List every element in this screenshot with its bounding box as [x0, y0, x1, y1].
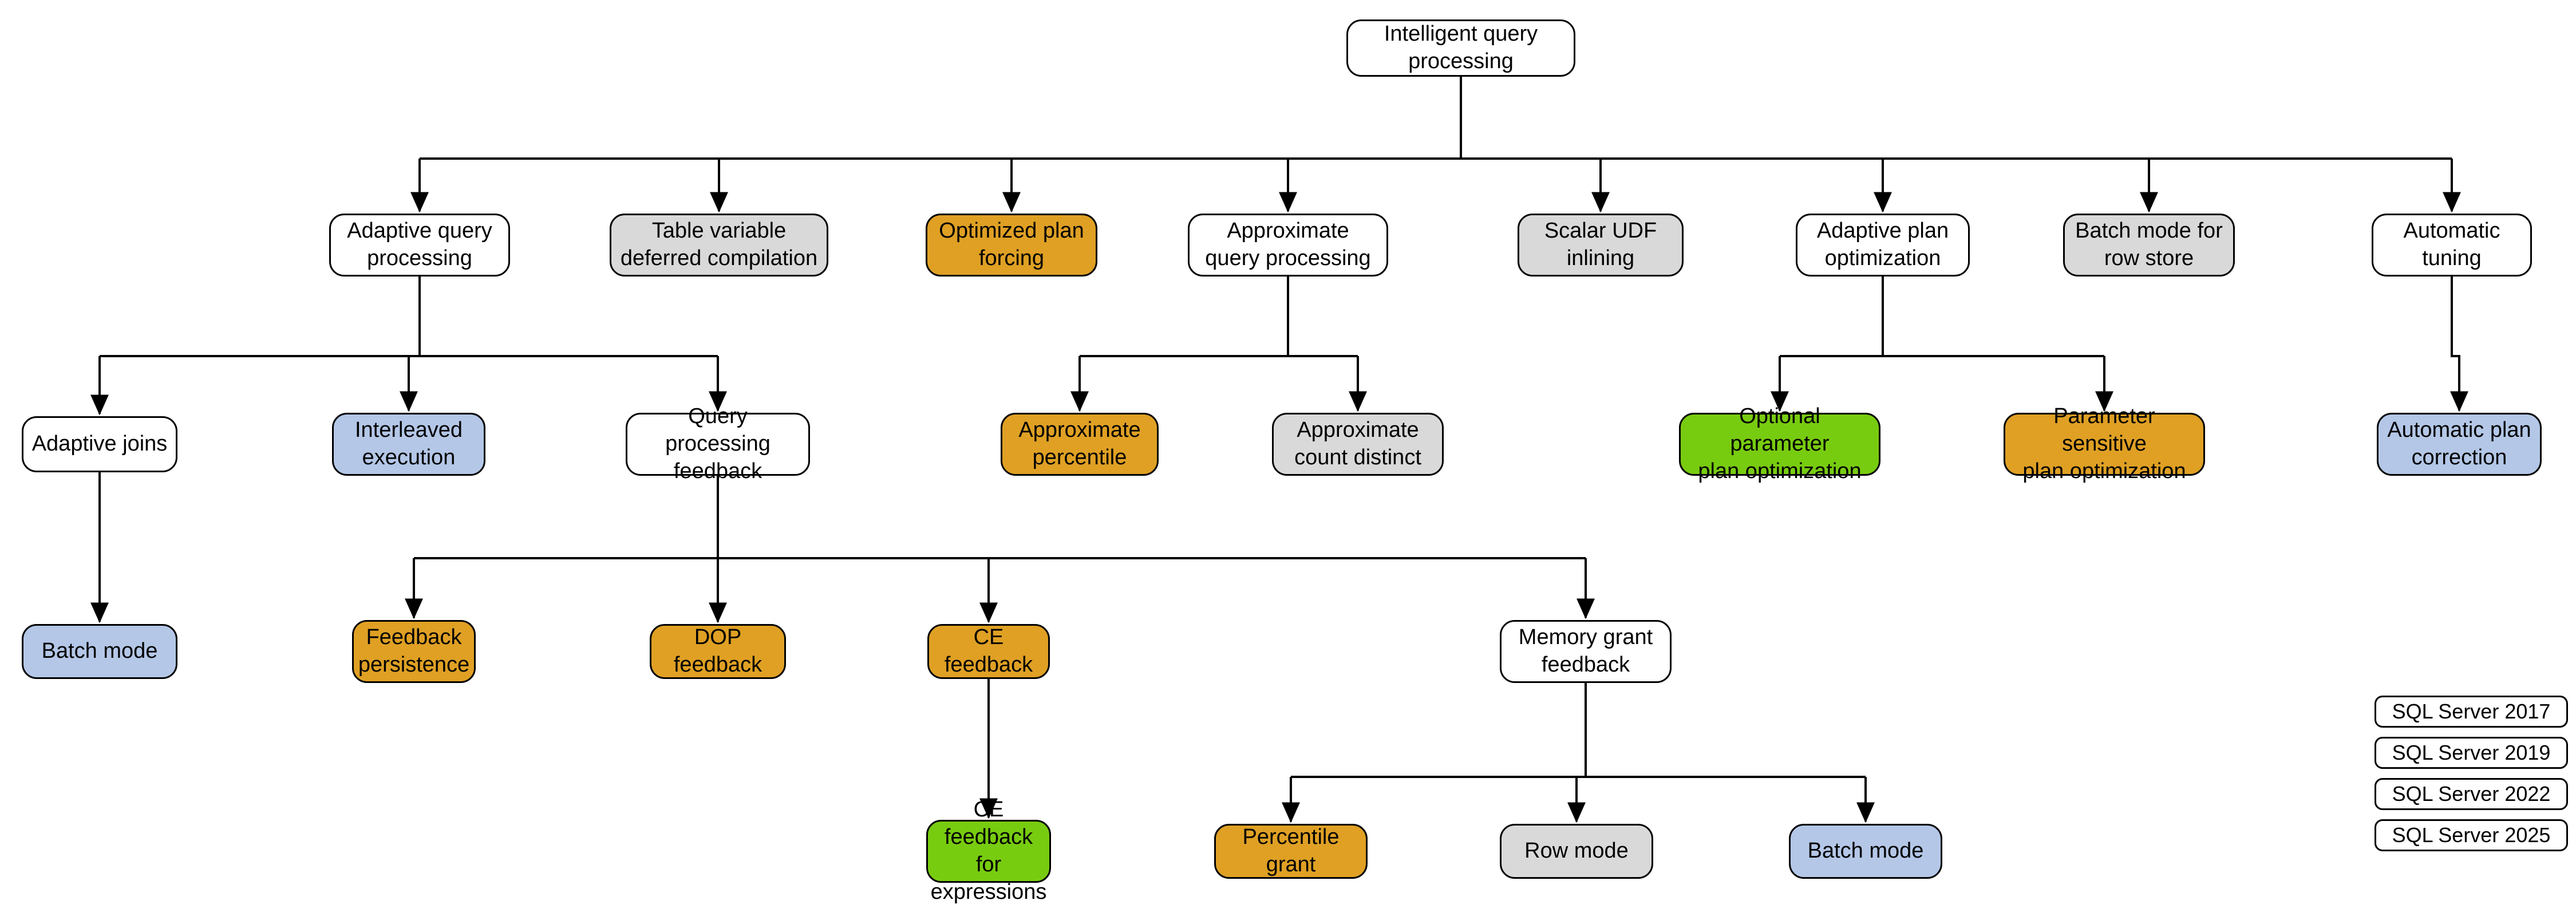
node-aqp[interactable]: Adaptive query processing — [329, 214, 510, 277]
node-apo[interactable]: Adaptive plan optimization — [1796, 214, 1970, 277]
node-opf[interactable]: Optimized plan forcing — [926, 214, 1097, 277]
node-autotune[interactable]: Automatic tuning — [2372, 214, 2532, 277]
node-adaptjoins[interactable]: Adaptive joins — [22, 416, 177, 472]
legend-item-sql-server-2022: SQL Server 2022 — [2374, 778, 2568, 810]
edge-autotune-apc — [2450, 277, 2468, 412]
node-udf[interactable]: Scalar UDF inlining — [1518, 214, 1684, 277]
node-pspo[interactable]: Parameter sensitive plan optimization — [2004, 404, 2205, 483]
node-apcount[interactable]: Approximate count distinct — [1272, 413, 1444, 476]
node-mgf[interactable]: Memory grant feedback — [1500, 620, 1672, 683]
node-apq[interactable]: Approximate query processing — [1188, 214, 1388, 277]
node-interleaved[interactable]: Interleaved execution — [332, 413, 485, 476]
node-tvdc[interactable]: Table variable deferred compilation — [610, 214, 828, 277]
legend-item-sql-server-2017: SQL Server 2017 — [2374, 696, 2568, 728]
node-dopfb[interactable]: DOP feedback — [650, 624, 786, 679]
node-rowmode[interactable]: Row mode — [1500, 824, 1653, 879]
legend-item-sql-server-2019: SQL Server 2019 — [2374, 737, 2568, 769]
node-qpf[interactable]: Query processing feedback — [626, 404, 810, 483]
node-oppo[interactable]: Optional parameter plan optimization — [1679, 404, 1880, 483]
node-fbpersist[interactable]: Feedback persistence — [352, 620, 476, 683]
node-apc[interactable]: Automatic plan correction — [2377, 413, 2542, 476]
node-root[interactable]: Intelligent query processing — [1346, 19, 1575, 77]
node-batchmode2[interactable]: Batch mode — [1789, 824, 1942, 879]
node-cefbexpr[interactable]: CE feedback for expressions — [926, 797, 1051, 904]
node-appercentile[interactable]: Approximate percentile — [1001, 413, 1159, 476]
node-pctgrant[interactable]: Percentile grant — [1214, 824, 1368, 879]
node-batchmode1[interactable]: Batch mode — [22, 624, 177, 679]
legend-item-sql-server-2025: SQL Server 2025 — [2374, 819, 2568, 851]
node-cefb[interactable]: CE feedback — [927, 624, 1050, 679]
node-bmrs[interactable]: Batch mode for row store — [2063, 214, 2235, 277]
